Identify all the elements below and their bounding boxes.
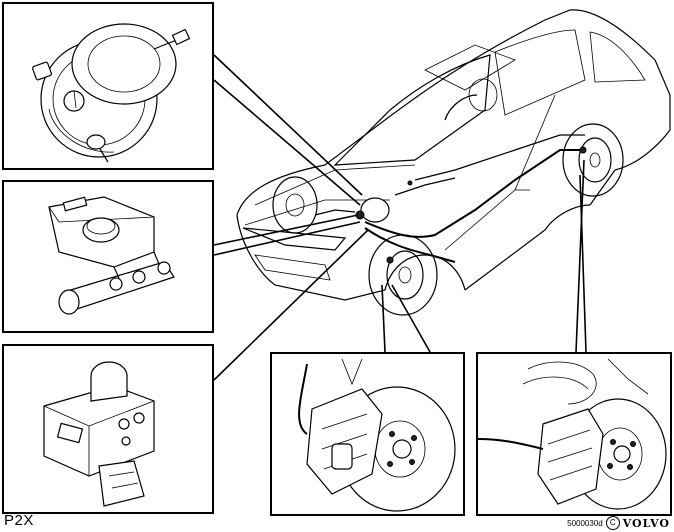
- sunroof: [424, 44, 516, 91]
- panel-rear-caliper: [476, 352, 672, 516]
- servo-front: [71, 23, 177, 105]
- panel-abs-unit: [2, 344, 214, 514]
- windshield: [333, 54, 491, 166]
- grille: [254, 254, 331, 281]
- rear-caliper: [537, 408, 604, 505]
- car-roof-line: [236, 9, 671, 216]
- car-rear-lower: [589, 169, 616, 206]
- panel-brake-servo: [2, 2, 214, 170]
- rear-wheel: [562, 123, 624, 197]
- footer-credit: 5000030d C VOLVO: [567, 516, 670, 530]
- reference-code: 5000030d: [567, 518, 603, 528]
- panel-master-cylinder: [2, 180, 214, 333]
- car-lower-front: [236, 214, 466, 301]
- rear-brake-hose: [478, 438, 544, 450]
- copyright-icon: C: [605, 516, 620, 530]
- car-illustration: [215, 0, 674, 352]
- servo-small: [360, 197, 390, 223]
- model-label: P2X: [4, 512, 34, 529]
- brake-line-main: [364, 149, 580, 238]
- rear-spring: [527, 361, 597, 405]
- brand-logo: VOLVO: [622, 516, 670, 530]
- side-window-rear: [589, 31, 646, 83]
- side-window-front: [494, 29, 586, 116]
- panel-front-caliper: [270, 352, 465, 516]
- car-sill: [464, 204, 591, 291]
- front-left-disc: [272, 176, 318, 234]
